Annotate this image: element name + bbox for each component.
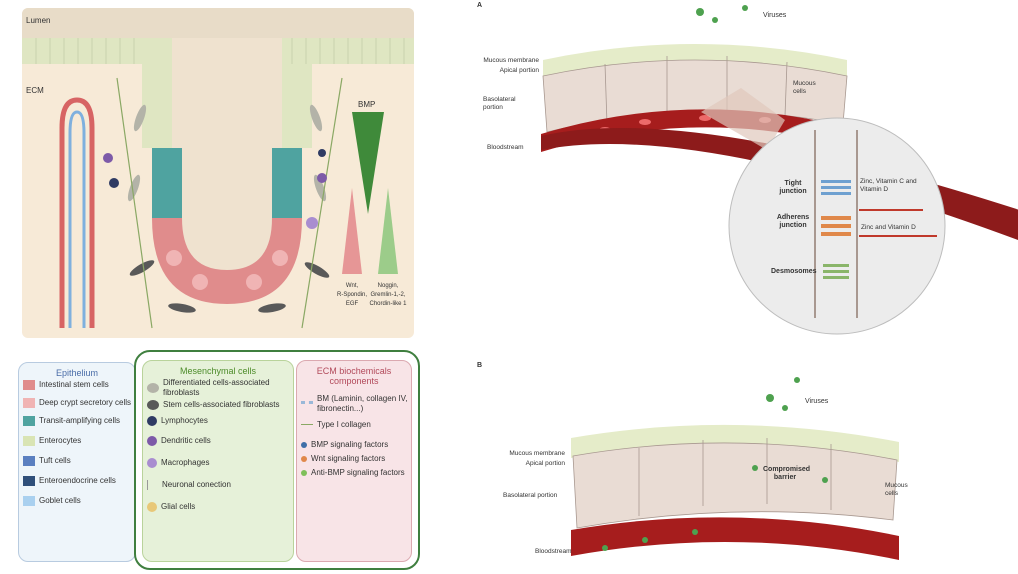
wnt-gradient-label: Wnt, R-Spondin, EGF	[336, 283, 368, 307]
tight-junction-label: Tight junction	[779, 180, 807, 195]
mucous-cells-label-a: Mucous cells	[793, 80, 816, 95]
macrophage-icon	[147, 458, 157, 468]
epithelium-legend-title: Epithelium	[55, 368, 99, 378]
legend-item: Enterocytes	[23, 436, 135, 446]
legend-item: Glial cells	[147, 502, 293, 512]
panel-b-drawing	[571, 377, 899, 560]
tuft-cell-icon	[23, 456, 35, 466]
tight-junction-nutrients: Zinc, Vitamin C and Vitamin D	[860, 178, 917, 193]
legend-item: Wnt signaling factors	[301, 454, 411, 464]
legend-item: Goblet cells	[23, 496, 135, 506]
crypt-figure-panel: Lumen ECM BMP Wnt, R-Spondin, EGF Noggin…	[0, 0, 440, 570]
mucous-membrane-label-b: Mucous membrane	[509, 450, 565, 457]
bmp-label: BMP	[358, 100, 376, 109]
bmp-factor-icon	[301, 442, 307, 448]
lumen-label: Lumen	[26, 16, 51, 25]
legend-item: Neuronal conection	[147, 480, 293, 490]
ecm-label: ECM	[26, 86, 44, 95]
legend-item: BMP signaling factors	[301, 440, 411, 450]
bloodstream-label-b: Bloodstream	[535, 548, 572, 555]
ecm-legend: ECM biochemicals components BM (Laminin,…	[296, 360, 412, 562]
panel-b-letter: B	[477, 362, 483, 369]
barrier-diagram	[541, 5, 1018, 560]
mesenchymal-legend: Mesenchymal cells Differentiated cells-a…	[142, 360, 294, 562]
panel-a-drawing	[541, 5, 1018, 335]
intestinal-crypt-illustration: Lumen ECM BMP Wnt, R-Spondin, EGF Noggin…	[22, 8, 414, 338]
deep-crypt-secretory-cell-icon	[23, 398, 35, 408]
adherens-junction-label: Adherens junction	[776, 214, 810, 229]
collagen-line-icon	[301, 424, 313, 426]
legend-item: Macrophages	[147, 458, 293, 468]
viruses-label-b: Viruses	[805, 398, 829, 405]
fibroblast-light-icon	[147, 383, 159, 393]
crypt-diagram	[22, 8, 414, 338]
legend-item: BM (Laminin, collagen IV, fibronectin...…	[301, 394, 411, 414]
basolateral-label-a: Basolateral portion	[483, 96, 516, 111]
legend-item: Transit-amplifying cells	[23, 416, 135, 426]
legend-item: Differentiated cells-associated fibrobla…	[147, 378, 293, 398]
noggin-gradient-label: Noggin, Gremlin-1,-2, Chordin-like 1	[369, 283, 407, 307]
legend-item: Enteroendocrine cells	[23, 476, 135, 486]
apical-label-b: Apical portion	[525, 460, 565, 467]
transit-amplifying-cell-icon	[23, 416, 35, 426]
bloodstream-label-a: Bloodstream	[487, 144, 524, 151]
mesenchymal-legend-title: Mesenchymal cells	[179, 366, 257, 376]
mucous-membrane-label-a: Mucous membrane	[483, 57, 539, 64]
legend-item: Type I collagen	[301, 420, 411, 430]
enterocyte-icon	[23, 436, 35, 446]
glial-cell-icon	[147, 502, 157, 512]
enteroendocrine-cell-icon	[23, 476, 35, 486]
legend-item: Tuft cells	[23, 456, 135, 466]
lymphocyte-icon	[147, 416, 157, 426]
wnt-factor-icon	[301, 456, 307, 462]
viruses-label-a: Viruses	[763, 12, 787, 19]
basolateral-label-b: Basolateral portion	[503, 492, 558, 499]
legend-item: Lymphocytes	[147, 416, 293, 426]
ecm-legend-title: ECM biochemicals components	[316, 366, 392, 386]
legend-item: Dendritic cells	[147, 436, 293, 446]
legend-item: Anti-BMP signaling factors	[301, 468, 411, 478]
goblet-cell-icon	[23, 496, 35, 506]
fibroblast-dark-icon	[147, 400, 159, 410]
legend-item: Stem cells-associated fibroblasts	[147, 400, 293, 410]
dendritic-cell-icon	[147, 436, 157, 446]
neuron-icon	[147, 480, 158, 490]
barrier-figure-panel: A Viruses Mucous membrane Apical portion…	[445, 0, 1018, 569]
panel-a-letter: A	[477, 2, 483, 9]
basement-membrane-icon	[301, 401, 313, 407]
desmosomes-label: Desmosomes	[771, 268, 817, 275]
compromised-barrier-label: Compromised barrier	[763, 466, 811, 481]
legend-item: Intestinal stem cells	[23, 380, 135, 390]
mucous-cells-label-b: Mucous cells	[885, 482, 908, 497]
apical-label-a: Apical portion	[499, 67, 539, 74]
anti-bmp-factor-icon	[301, 470, 307, 476]
adherens-junction-nutrients: Zinc and Vitamin D	[861, 224, 916, 231]
intestinal-stem-cell-icon	[23, 380, 35, 390]
legend-item: Deep crypt secretory cells	[23, 398, 135, 408]
epithelium-legend: Epithelium Intestinal stem cells Deep cr…	[18, 362, 136, 562]
